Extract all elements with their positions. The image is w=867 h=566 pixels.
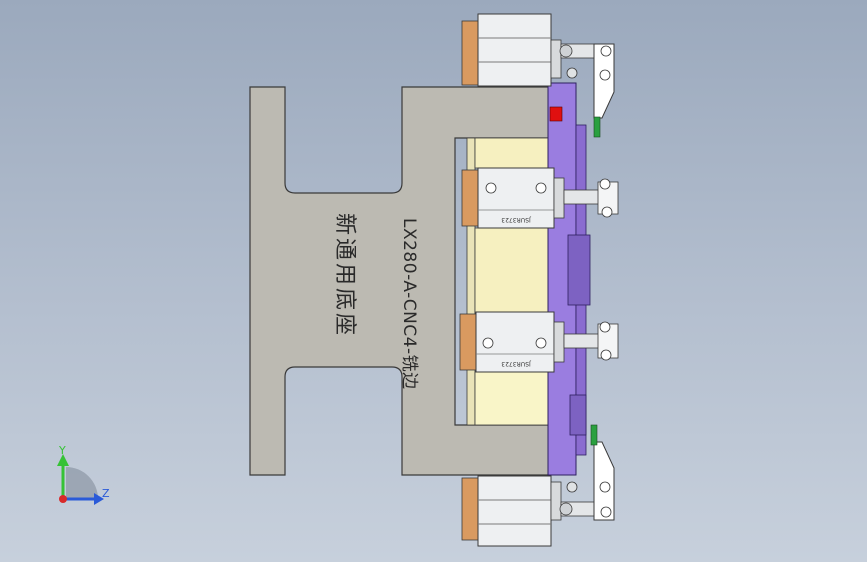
base-plate	[249, 86, 551, 476]
clamp-a-label: JSUR3723	[501, 216, 532, 223]
block-bottom	[461, 477, 479, 541]
engraving-part-number: LX280-A-CNC4-铣边	[399, 218, 419, 390]
pad-middle	[474, 227, 551, 314]
cylinder-top	[477, 13, 552, 87]
cylinder-bottom	[477, 475, 552, 547]
fixture-boss-upper	[567, 234, 591, 306]
green-pad-top	[593, 116, 601, 138]
block-mid-b	[459, 313, 477, 371]
clamp-arm-bottom	[593, 441, 615, 521]
green-pad-bottom	[590, 424, 598, 446]
y-axis-label: Y	[58, 444, 66, 457]
z-axis-arrow	[94, 493, 104, 505]
x-axis-dot	[59, 495, 67, 503]
block-mid-a	[461, 169, 479, 227]
cylinder-mid-a	[477, 167, 555, 229]
triad-base-arc	[66, 467, 98, 500]
axis-triad[interactable]: Y Z	[57, 444, 110, 505]
pad-upper	[474, 137, 551, 169]
red-marker	[549, 106, 563, 122]
z-axis-label: Z	[102, 487, 110, 500]
y-axis-arrow	[57, 454, 69, 466]
pad-lower	[474, 371, 551, 426]
fixture-boss-lower	[569, 394, 587, 436]
clamp-arm-top	[593, 43, 615, 119]
clamp-b-label: JSUR3723	[501, 360, 532, 367]
block-top	[461, 20, 479, 86]
engraving-base-name: 新通用底座	[332, 213, 357, 338]
